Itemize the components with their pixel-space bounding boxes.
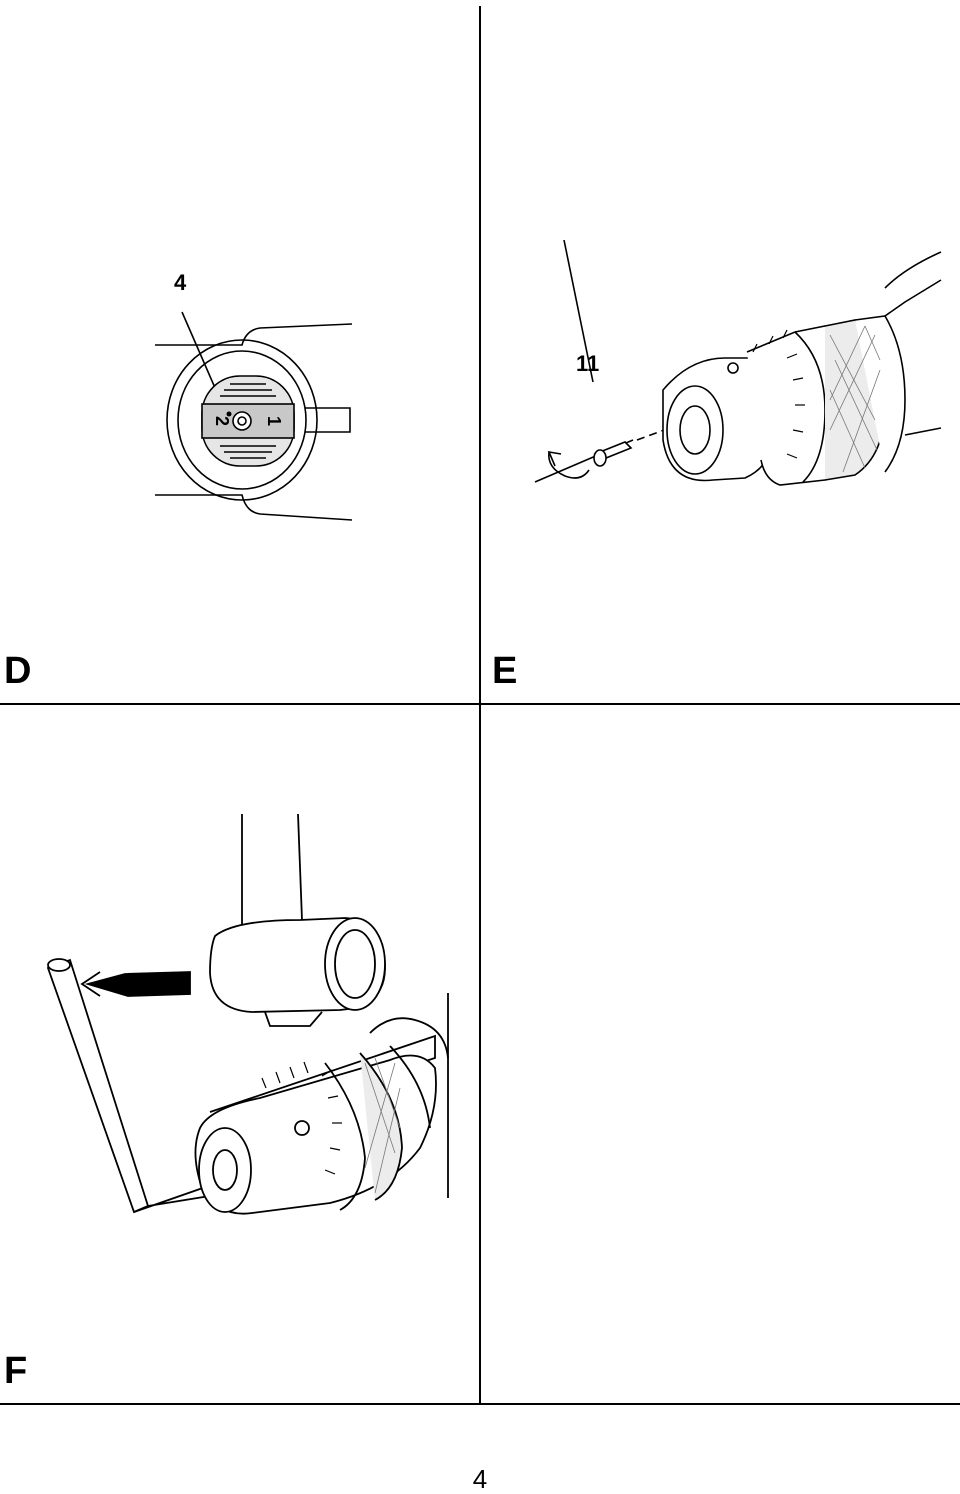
panel-letter-d: D (4, 650, 32, 692)
callout-11: 11 (576, 351, 600, 376)
callout-4: 4 (174, 270, 187, 295)
dial-label-1: 1 (264, 416, 284, 426)
vertical-divider (479, 6, 481, 1404)
dial-label-2: 2 (212, 416, 232, 426)
panel-letter-f: F (4, 1350, 28, 1392)
horizontal-divider-bottom (0, 1403, 960, 1405)
gear-selector-dial-figure: 2 1 (155, 311, 353, 521)
horizontal-divider-middle (0, 703, 960, 705)
panel-letter-e: E (492, 650, 518, 692)
hex-key-hammer-chuck-figure (46, 813, 449, 1215)
chuck-screw-removal-figure (534, 240, 942, 486)
page-number: 4 (472, 1464, 488, 1494)
